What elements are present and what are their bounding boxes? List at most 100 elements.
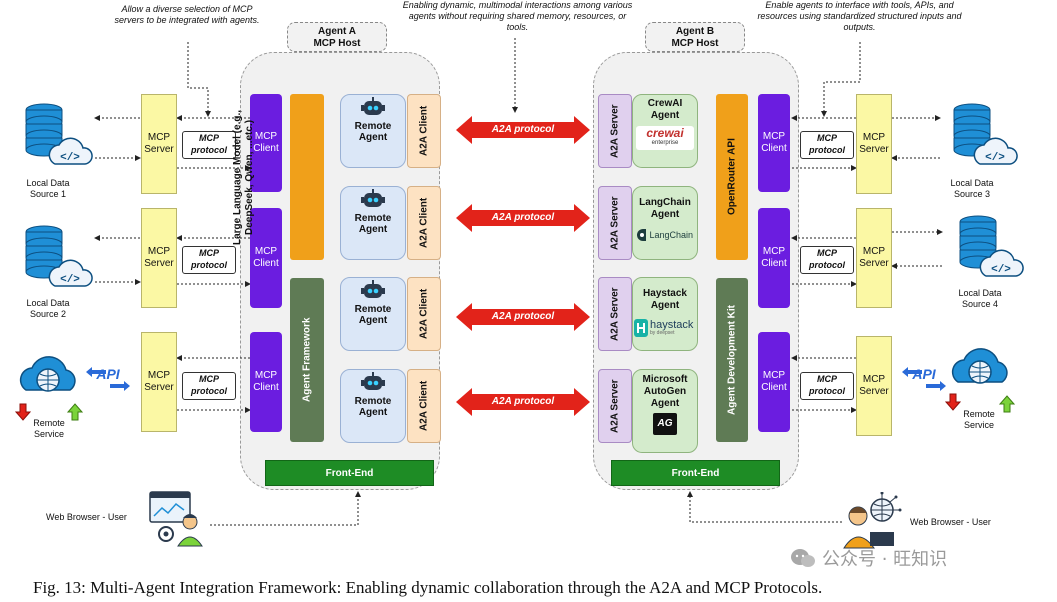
proto-line2: protocol <box>191 145 227 155</box>
a2a-client-label: A2A Client <box>418 197 430 249</box>
a2a-client-2[interactable]: A2A Client <box>407 186 441 260</box>
a2a-protocol-text: A2A protocol <box>491 124 555 135</box>
mcp-client-line2: Client <box>253 382 279 393</box>
web-user-right-label: Web Browser - User <box>910 517 991 527</box>
front-end-a[interactable]: Front-End <box>265 460 434 486</box>
robot-icon <box>361 97 385 115</box>
api-arrows-icon <box>86 367 130 391</box>
ls3-line2: Source 3 <box>953 189 991 199</box>
a2a-server-3[interactable]: A2A Server <box>598 277 632 351</box>
web-user-developer-icon <box>843 492 902 549</box>
autogen-logo-text: AG <box>657 418 673 429</box>
web-browser-user-icon <box>149 491 203 547</box>
mcp-server-line2: Server <box>859 386 889 397</box>
remote-agent-2[interactable]: Remote Agent <box>340 186 406 260</box>
mcp-client-line1: MCP <box>762 246 786 257</box>
langchain-logo-text: LangChain <box>649 230 693 240</box>
proto-line2: protocol <box>809 145 845 155</box>
mcp-server-line1: MCP <box>862 132 886 143</box>
a2a-client-1[interactable]: A2A Client <box>407 94 441 168</box>
proto-line2: protocol <box>809 386 845 396</box>
note-right: Enable agents to interface with tools, A… <box>757 0 962 32</box>
autogen-logo: AG <box>653 413 677 435</box>
a2a-protocol-arrow-3: A2A protocol <box>456 303 590 331</box>
figure-caption: Fig. 13: Multi-Agent Integration Framewo… <box>33 578 823 597</box>
remote-agent-3[interactable]: Remote Agent <box>340 277 406 351</box>
a2a-client-3[interactable]: A2A Client <box>407 277 441 351</box>
a2a-server-1[interactable]: A2A Server <box>598 94 632 168</box>
remote-agent-1[interactable]: Remote Agent <box>340 94 406 168</box>
remote-agent-line2: Agent <box>358 407 388 418</box>
remote-agent-4[interactable]: Remote Agent <box>340 369 406 443</box>
a2a-protocol-text: A2A protocol <box>491 212 555 223</box>
remote-agent-line2: Agent <box>358 315 388 326</box>
host-b-line2: MCP Host <box>671 38 719 49</box>
mcp-client-line1: MCP <box>762 370 786 381</box>
mcp-client-line2: Client <box>253 143 279 154</box>
a2a-server-2[interactable]: A2A Server <box>598 186 632 260</box>
agent-line1: CrewAI <box>647 98 683 109</box>
a2a-client-label: A2A Client <box>418 105 430 157</box>
host-a-line1: Agent A <box>318 26 356 37</box>
a2a-server-4[interactable]: A2A Server <box>598 369 632 443</box>
agent-line2: Agent <box>650 110 680 121</box>
robot-icon <box>361 189 385 207</box>
rs-left-line1: Remote <box>33 418 65 428</box>
haystack-logo-text: haystack <box>650 319 694 331</box>
openrouter-api-box: OpenRouter API <box>716 94 748 260</box>
llm-box: Large Language Model (e.g., DeepSeek, Qw… <box>232 94 324 260</box>
mcp-client-line2: Client <box>761 258 787 269</box>
autogen-agent[interactable]: Microsoft AutoGen Agent AG <box>632 369 698 453</box>
a2a-client-4[interactable]: A2A Client <box>407 369 441 443</box>
front-end-b[interactable]: Front-End <box>611 460 780 486</box>
wechat-icon <box>791 549 815 567</box>
web-user-left-label: Web Browser - User <box>46 512 127 522</box>
haystack-icon <box>634 319 648 337</box>
rs-right-line2: Service <box>963 420 994 430</box>
rs-left-line2: Service <box>33 429 64 439</box>
remote-agent-line1: Remote <box>354 304 392 315</box>
a2a-protocol-text: A2A protocol <box>491 311 555 322</box>
a2a-client-label: A2A Client <box>418 380 430 432</box>
mcp-server-line1: MCP <box>862 374 886 385</box>
agent-a-host-label: Agent A MCP Host <box>287 22 387 52</box>
api-right-badge: API <box>898 362 950 394</box>
langchain-agent[interactable]: LangChain Agent LangChain <box>632 186 698 260</box>
mcp-server-line2: Server <box>144 382 174 393</box>
mcp-server-line1: MCP <box>147 246 171 257</box>
local-data-source-1-label: Local Data Source 1 <box>12 178 84 200</box>
haystack-agent[interactable]: Haystack Agent haystack by deepset <box>632 277 698 351</box>
agent-framework-box: Agent Framework <box>290 278 324 442</box>
double-arrow-icon <box>456 388 590 416</box>
svg-text:</>: </> <box>60 274 80 286</box>
api-arrows-icon <box>902 367 946 391</box>
crewai-agent[interactable]: CrewAI Agent crewai enterprise <box>632 94 698 168</box>
ls1-line1: Local Data <box>26 178 70 188</box>
proto-line1: MCP <box>817 248 837 258</box>
proto-line1: MCP <box>817 374 837 384</box>
double-arrow-icon <box>456 303 590 331</box>
mcp-server-line1: MCP <box>147 132 171 143</box>
a2a-protocol-text: A2A protocol <box>491 396 555 407</box>
database-cloud-icon: </> <box>25 225 93 287</box>
host-b-line1: Agent B <box>675 26 715 37</box>
note-center: Enabling dynamic, multimodal interaction… <box>402 0 633 32</box>
mcp-client-line1: MCP <box>762 131 786 142</box>
api-left-text: API <box>96 366 120 382</box>
langchain-logo: LangChain <box>637 227 693 243</box>
proto-line2: protocol <box>191 386 227 396</box>
